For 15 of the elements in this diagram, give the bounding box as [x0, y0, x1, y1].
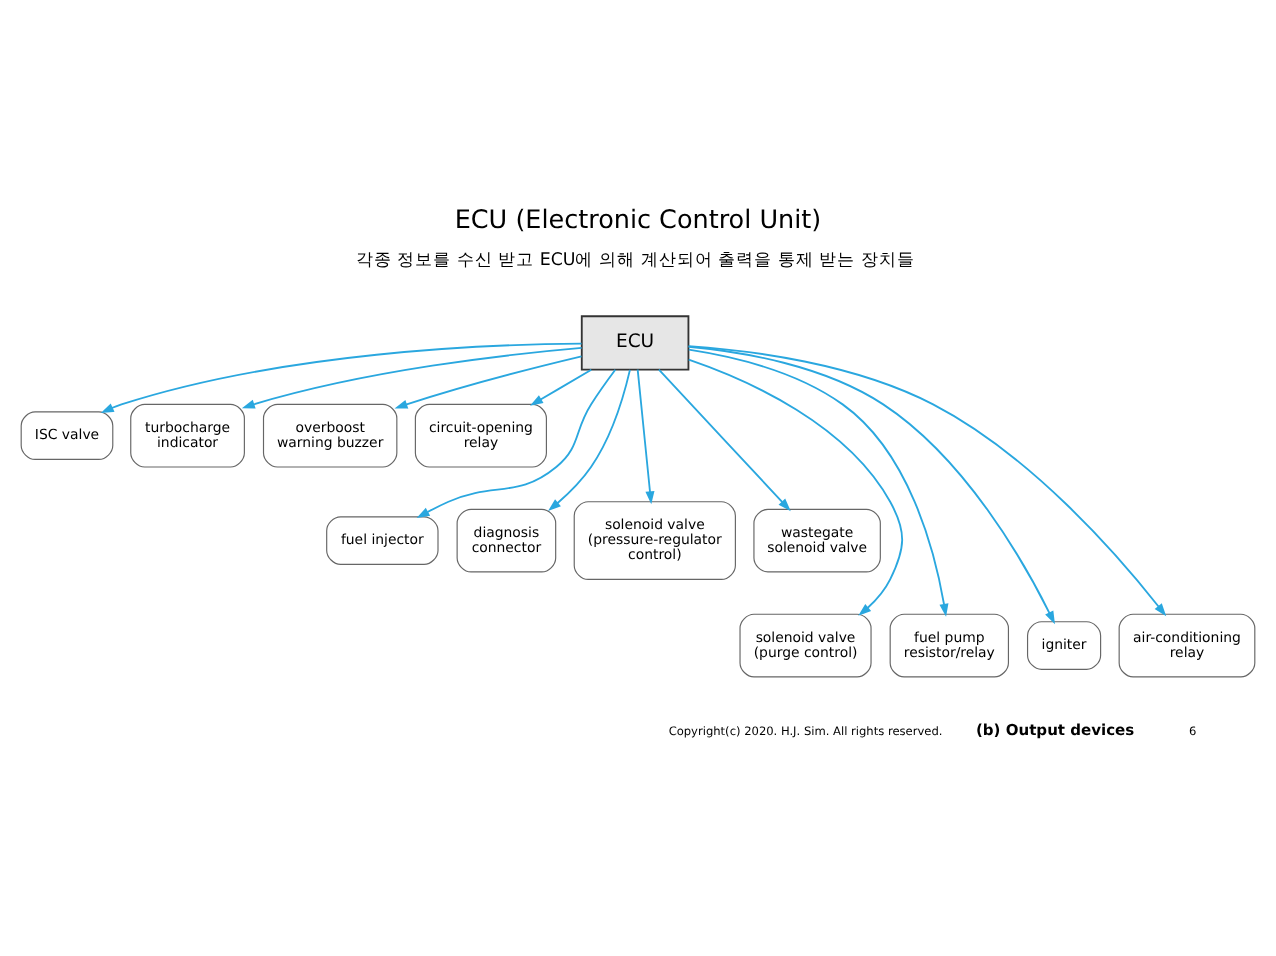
arrow — [687, 345, 1167, 617]
arrow — [687, 345, 1055, 625]
arrow — [657, 368, 791, 512]
arrow — [636, 368, 655, 505]
arrow — [416, 368, 617, 519]
node-box: ECU — [580, 315, 690, 371]
arrow — [241, 347, 583, 409]
diagram-title: ECU (Electronic Control Unit) — [454, 205, 822, 236]
arrow — [394, 355, 583, 409]
label: 각종 정보를 수신 받고 ECU에 의해 계산되어 출력을 통제 받는 장치들 — [355, 250, 915, 271]
arrow — [548, 368, 631, 512]
arrow — [687, 348, 949, 617]
arrow — [530, 368, 593, 406]
arrow — [687, 358, 904, 616]
arrow — [100, 342, 583, 414]
